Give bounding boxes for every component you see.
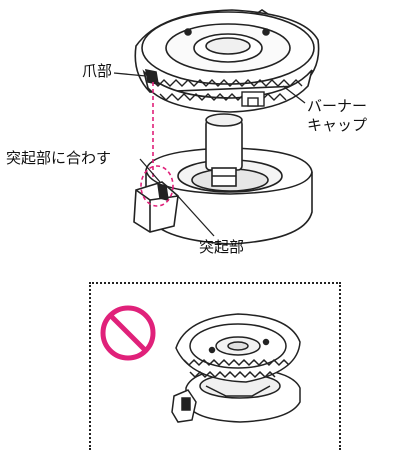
alignment-guide xyxy=(140,82,174,207)
burner-cap xyxy=(134,9,320,113)
claw-tab xyxy=(145,68,159,86)
protrusion-label: 突起部 xyxy=(199,238,245,256)
burner-cap-label: バーナー キャップ xyxy=(307,97,368,134)
prohibited-example-frame xyxy=(89,282,341,450)
align-instruction-label: 突起部に合わす xyxy=(6,149,112,167)
misaligned-burner xyxy=(171,313,301,423)
claw-label: 爪部 xyxy=(82,62,113,80)
centre-post xyxy=(205,113,243,187)
leader-lines xyxy=(113,72,306,237)
flame-ports xyxy=(151,79,303,107)
prohibition-icon xyxy=(100,305,156,361)
base-protrusion-socket xyxy=(133,181,179,233)
